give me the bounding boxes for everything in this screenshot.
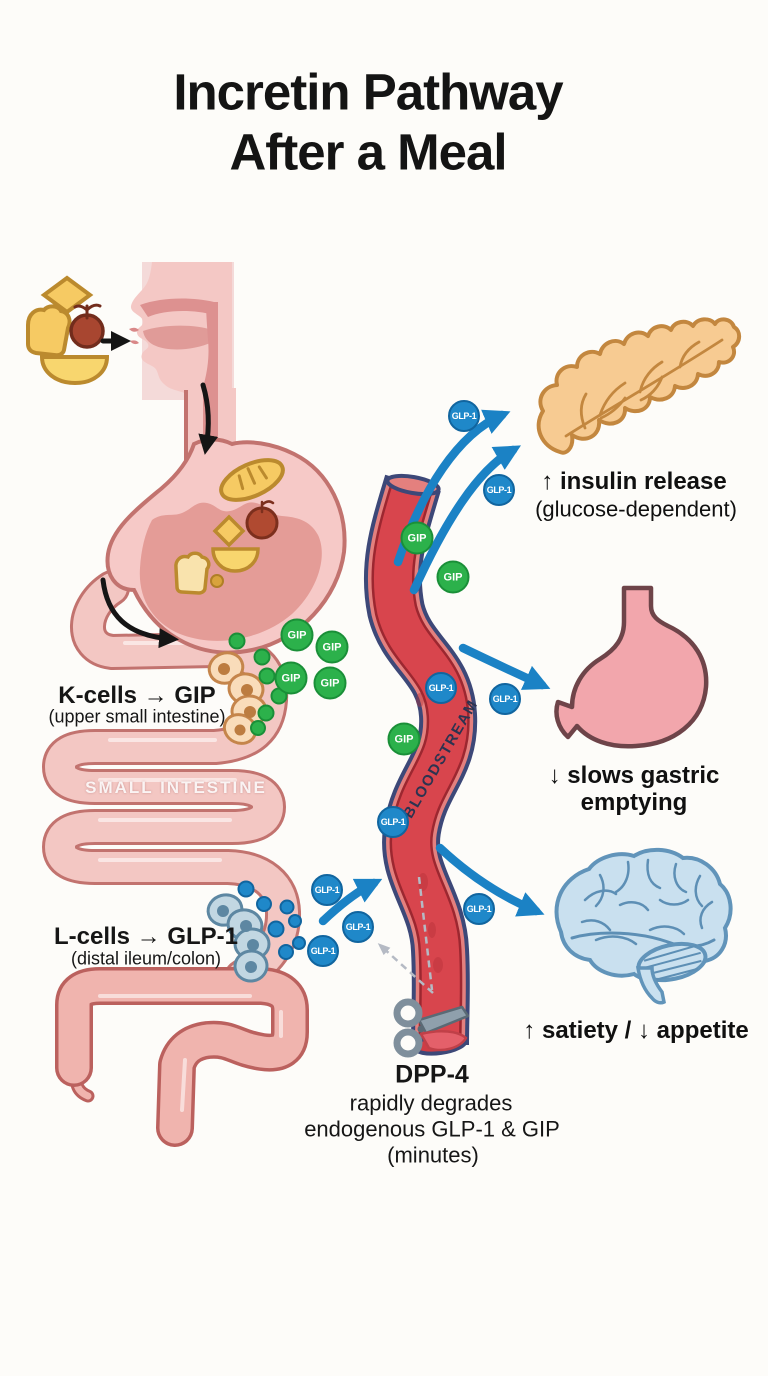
glp1-molecule: GLP-1: [463, 893, 495, 925]
swallow-arrow: [198, 382, 219, 455]
stomach-left-illustration: [105, 437, 347, 655]
baguette-icon: [219, 458, 285, 502]
dpp4-line2: endogenous GLP-1 & GIP: [304, 1116, 560, 1142]
stomach-right-illustration: [554, 585, 709, 749]
cheese-in-stomach-icon: [212, 514, 246, 548]
to-stomach-arrow: [458, 643, 551, 690]
dpp4-title: DPP-4: [395, 1060, 469, 1089]
page-title-line2: After a Meal: [229, 123, 507, 181]
bread-in-stomach-icon: [174, 551, 211, 595]
glp1-molecule: GLP-1: [342, 911, 374, 943]
glp1-molecule: GLP-1: [377, 806, 409, 838]
dpp4-dashed-lines: [377, 876, 434, 994]
gip-molecule: GIP: [274, 661, 308, 695]
insulin-release-sublabel: (glucose-dependent): [535, 496, 737, 522]
gastric-emptying-label-line2: emptying: [580, 789, 688, 817]
dpp4-line3: (minutes): [387, 1142, 479, 1168]
gip-molecule: GIP: [436, 560, 470, 594]
gip-molecule: GIP: [313, 666, 347, 700]
apple-icon: [69, 303, 105, 349]
flow-arrows: [100, 331, 219, 649]
colon: [55, 967, 309, 1147]
bloodstream-vessel: [363, 473, 478, 1056]
satiety-appetite-label: ↑ satiety / ↓ appetite: [523, 1017, 749, 1045]
bowl-in-stomach-icon: [211, 547, 260, 573]
glp1-molecule: GLP-1: [448, 400, 480, 432]
gastric-emptying-label-line1: ↓ slows gastric: [548, 762, 720, 790]
insulin-release-label: ↑ insulin release: [541, 468, 727, 496]
l-cells-sublabel: (distal ileum/colon): [70, 948, 222, 969]
l-cells: [206, 893, 271, 983]
glp1-molecule: GLP-1: [311, 874, 343, 906]
glp1-molecule: GLP-1: [483, 474, 515, 506]
gip-molecule: GIP: [400, 521, 434, 555]
k-cells-sublabel: (upper small intestine): [48, 706, 226, 727]
gip-molecule: GIP: [280, 618, 314, 652]
dpp4-line1: rapidly degrades: [349, 1090, 513, 1116]
small-intestine-label: SMALL INTESTINE: [85, 778, 267, 798]
to-pancreas-arrow-2: [409, 445, 522, 595]
pancreas-illustration: [536, 317, 742, 455]
page-title-line1: Incretin Pathway: [173, 63, 563, 121]
apple-in-stomach-icon: [245, 500, 279, 540]
intestine-flow-arrow: [100, 577, 179, 649]
glp1-molecule: GLP-1: [307, 935, 339, 967]
glp1-molecule: GLP-1: [425, 672, 457, 704]
l-cells-label: L-cells → GLP-1: [53, 923, 239, 951]
scissors-icon: [393, 998, 470, 1058]
gip-molecule: GIP: [387, 722, 421, 756]
brain-illustration: [554, 847, 733, 1005]
glp1-dots: [237, 880, 306, 960]
k-cells-label: K-cells → GIP: [58, 682, 216, 710]
meal-icons: [26, 275, 110, 386]
bowl-icon: [39, 355, 110, 386]
gip-molecule: GIP: [315, 630, 349, 664]
k-cells: [207, 651, 268, 745]
bread-icon: [26, 304, 72, 358]
glp1-molecule: GLP-1: [489, 683, 521, 715]
l-cells-to-bloodstream-arrow: [318, 878, 383, 926]
to-brain-arrow: [435, 843, 545, 917]
